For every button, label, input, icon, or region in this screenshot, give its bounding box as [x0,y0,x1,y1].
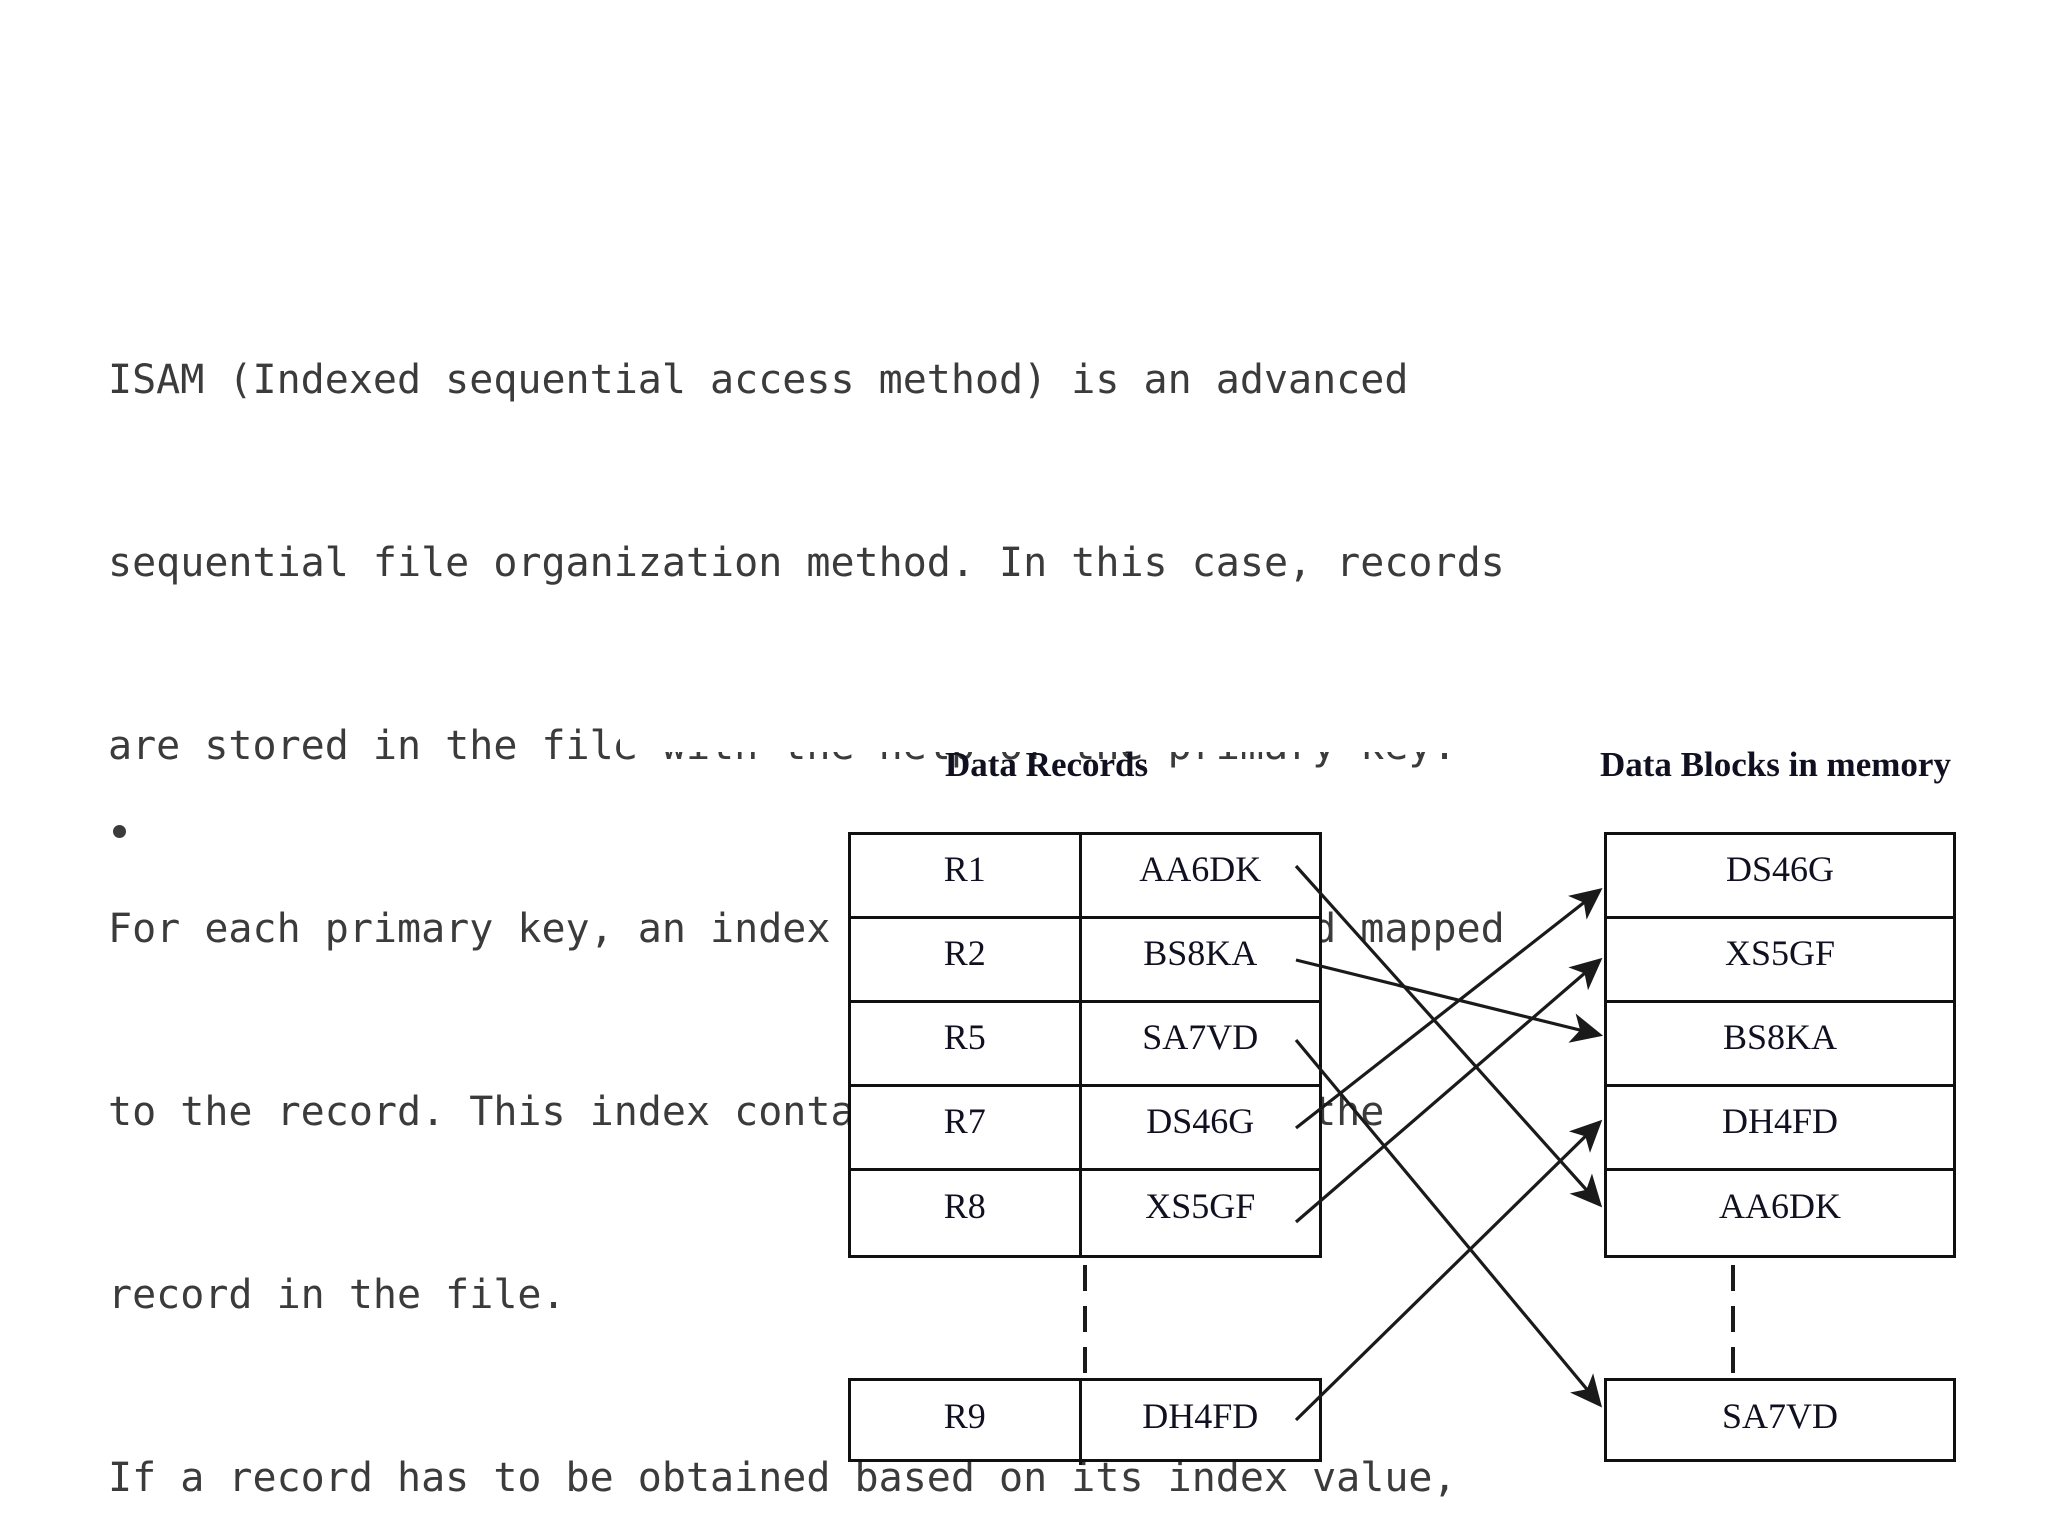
table-row[interactable]: DH4FD [1607,1087,1953,1171]
dash-segment [1731,1347,1735,1373]
table-row[interactable]: R9 DH4FD [851,1381,1319,1465]
data-records-table: R1 AA6DK R2 BS8KA R5 SA7VD R7 DS46G R8 X… [848,832,1322,1258]
data-blocks-heading: Data Blocks in memory [1600,745,1951,784]
arrow-aa6dk [1294,864,1603,1208]
record-value: XS5GF [1145,1186,1256,1226]
data-blocks-table-tail: SA7VD [1604,1378,1956,1462]
record-key: R8 [851,1171,1082,1255]
data-blocks-table: DS46G XS5GF BS8KA DH4FD AA6DK [1604,832,1956,1258]
record-key: R1 [851,835,1082,916]
record-value: AA6DK [1139,848,1262,889]
record-key: R2 [851,919,1082,1000]
block-value: DH4FD [1721,1100,1838,1141]
record-value: SA7VD [1142,1016,1259,1057]
arrow-ds46g [1295,888,1603,1130]
content-clip-mask [620,710,2048,752]
record-value: DH4FD [1142,1396,1259,1436]
table-row[interactable]: R5 SA7VD [851,1003,1319,1087]
block-value: BS8KA [1722,1016,1838,1057]
dash-segment [1731,1306,1735,1332]
block-value: XS5GF [1724,932,1836,973]
prose-line-7: If a record has to be obtained based on … [108,1455,1457,1501]
dash-segment [1083,1347,1087,1373]
arrow-xs5gf [1294,957,1603,1224]
dash-segment [1731,1265,1735,1291]
table-row[interactable]: SA7VD [1607,1381,1953,1465]
blocks-continuation-dashes [1731,1265,1735,1373]
dash-segment [1083,1306,1087,1332]
table-row[interactable]: R2 BS8KA [851,919,1319,1003]
record-value: DS46G [1146,1100,1255,1141]
table-row[interactable]: R7 DS46G [851,1087,1319,1171]
table-row[interactable]: AA6DK [1607,1171,1953,1255]
table-row[interactable]: XS5GF [1607,919,1953,1003]
arrow-dh4fd [1294,1119,1603,1422]
data-records-table-tail: R9 DH4FD [848,1378,1322,1465]
table-row[interactable]: R8 XS5GF [851,1171,1319,1255]
prose-line-6: record in the file. [108,1272,566,1318]
prose-line-2: sequential file organization method. In … [108,540,1505,586]
bullet-point [113,825,126,838]
table-row[interactable]: R1 AA6DK [851,835,1319,919]
arrow-sa7vd [1294,1038,1603,1408]
block-value: AA6DK [1719,1186,1841,1226]
table-row[interactable]: BS8KA [1607,1003,1953,1087]
arrow-bs8ka [1295,958,1604,1043]
block-value: SA7VD [1721,1396,1838,1436]
record-key: R9 [851,1381,1082,1465]
record-key: R7 [851,1087,1082,1168]
block-value: DS46G [1725,848,1835,889]
record-key: R5 [851,1003,1082,1084]
table-row[interactable]: DS46G [1607,835,1953,919]
records-continuation-dashes [1083,1265,1087,1373]
dash-segment [1083,1265,1087,1291]
data-records-heading: Data Records [945,745,1149,784]
prose-line-1: ISAM (Indexed sequential access method) … [108,357,1409,403]
record-value: BS8KA [1143,932,1258,973]
